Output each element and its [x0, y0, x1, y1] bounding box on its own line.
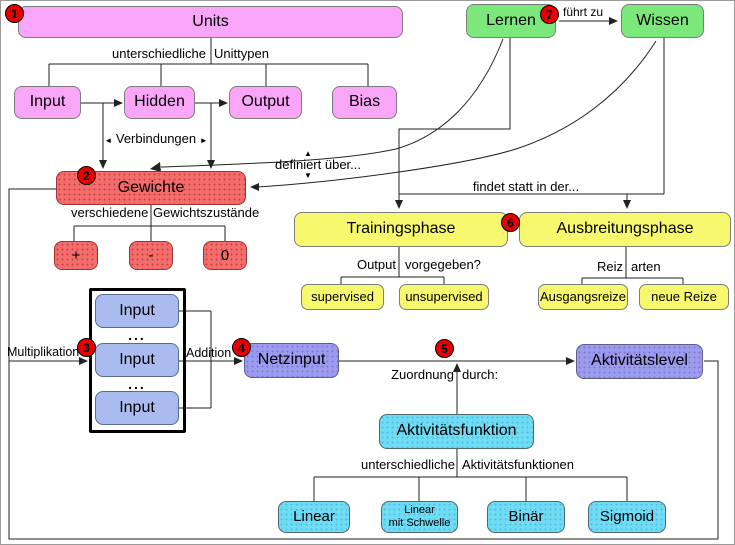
badge-4: 4 [232, 338, 251, 357]
node-aktivitaetsfunktion-label: Aktivitätsfunktion [396, 422, 517, 440]
node-ausgangsreize: Ausgangsreize [538, 284, 628, 310]
node-unsupervised-label: unsupervised [405, 289, 483, 305]
input-stack-frame [89, 288, 186, 433]
node-linear-mit-schwelle-line2: mit Schwelle [388, 517, 451, 529]
edge-label-output-frage: Output [356, 257, 396, 272]
ellipsis-2: ... [128, 376, 146, 392]
node-input-1-label: Input [119, 301, 155, 319]
node-netzinput-label: Netzinput [257, 351, 326, 369]
node-wissen: Wissen [621, 4, 704, 38]
edge-label-unittypen: Unittypen [214, 46, 269, 61]
node-lernen-label: Lernen [486, 11, 536, 29]
node-weight-plus-label: + [71, 246, 81, 264]
edge-label-findet-statt: findet statt in der... [472, 179, 580, 194]
badge-2: 2 [77, 166, 96, 185]
node-sigmoid-label: Sigmoid [599, 508, 655, 526]
node-input-1: Input [95, 294, 179, 328]
node-hidden-label: Hidden [134, 93, 185, 111]
node-weight-plus: + [54, 241, 98, 270]
node-bias-label: Bias [348, 93, 381, 111]
node-binaer: Binär [487, 501, 565, 533]
edge-label-durch: durch: [462, 367, 499, 382]
node-gewichte-label: Gewichte [117, 178, 185, 196]
edge-label-zuordnung: Zuordnung [391, 367, 454, 382]
node-wissen-label: Wissen [636, 11, 689, 29]
node-sigmoid: Sigmoid [588, 501, 666, 533]
node-linear-mit-schwelle-line1: Linear [404, 504, 435, 517]
node-hidden: Hidden [124, 86, 195, 119]
node-ausbreitungsphase-label: Ausbreitungsphase [556, 220, 694, 238]
node-netzinput: Netzinput [244, 343, 339, 378]
edge-label-definiert-ueber: definiert über... [275, 157, 361, 172]
node-aktivitaetslevel: Aktivitätslevel [576, 344, 703, 379]
node-aktivitaetslevel-label: Aktivitätslevel [591, 352, 688, 370]
node-input-unit-label: Input [29, 93, 66, 111]
node-ausbreitungsphase: Ausbreitungsphase [519, 212, 731, 247]
badge-3: 3 [77, 338, 96, 357]
edge-label-unterschiedliche-units: unterschiedliche [112, 46, 206, 61]
node-weight-minus: - [129, 241, 173, 270]
badge-1: 1 [5, 4, 24, 23]
node-weight-zero-label: 0 [220, 246, 230, 264]
arrow-down-icon: ▼ [304, 171, 312, 180]
node-trainingsphase-label: Trainingsphase [346, 220, 456, 238]
node-output-label: Output [241, 93, 290, 111]
node-weight-minus-label: - [148, 246, 154, 264]
edge-label-unterschiedliche-funktionen: unterschiedliche [361, 457, 455, 472]
edge-label-arten: arten [631, 259, 661, 274]
node-input-2: Input [95, 343, 179, 377]
badge-5: 5 [435, 339, 454, 358]
node-linear-label: Linear [293, 508, 335, 526]
edge-label-gewichtszustaende: Gewichtszustände [153, 205, 260, 220]
arrow-up-icon: ▲ [304, 149, 312, 158]
edge-label-multiplikation: Multiplikation [7, 345, 80, 359]
node-units: Units [18, 6, 403, 38]
edge-label-addition: Addition [186, 346, 232, 360]
edge-label-aktivitaetsfunktionen: Aktivitätsfunktionen [462, 457, 575, 472]
node-binaer-label: Binär [508, 508, 544, 526]
edge-label-verbindungen: ◄ Verbindungen ► [101, 131, 211, 146]
node-output: Output [229, 86, 302, 119]
arrow-left-icon: ◄ [104, 136, 113, 145]
node-linear-mit-schwelle: Linear mit Schwelle [381, 501, 458, 533]
edge-label-verbindungen-text: Verbindungen [115, 131, 197, 146]
node-weight-zero: 0 [203, 241, 247, 270]
edge-label-verschiedene: verschiedene [71, 205, 149, 220]
node-trainingsphase: Trainingsphase [294, 212, 508, 247]
node-units-label: Units [192, 12, 229, 30]
node-ausgangsreize-label: Ausgangsreize [540, 289, 626, 305]
node-neue-reize: neue Reize [639, 284, 729, 310]
node-input-unit: Input [14, 86, 81, 119]
node-aktivitaetsfunktion: Aktivitätsfunktion [379, 414, 534, 449]
edge-label-vorgegeben-frage: vorgegeben? [405, 257, 481, 272]
edge-label-fuehrt-zu: führt zu [563, 5, 604, 19]
node-linear: Linear [278, 501, 350, 533]
node-unsupervised: unsupervised [399, 284, 489, 310]
arrow-right-icon: ► [199, 136, 208, 145]
edge-label-reiz: Reiz [596, 259, 623, 274]
node-input-3: Input [95, 391, 179, 425]
node-input-2-label: Input [119, 350, 155, 368]
badge-6: 6 [501, 213, 520, 232]
node-supervised-label: supervised [311, 289, 374, 305]
node-input-3-label: Input [119, 398, 155, 416]
badge-7: 7 [540, 5, 559, 24]
node-bias: Bias [332, 86, 397, 119]
node-supervised: supervised [301, 284, 384, 310]
ellipsis-1: ... [128, 327, 146, 343]
node-neue-reize-label: neue Reize [651, 289, 717, 305]
